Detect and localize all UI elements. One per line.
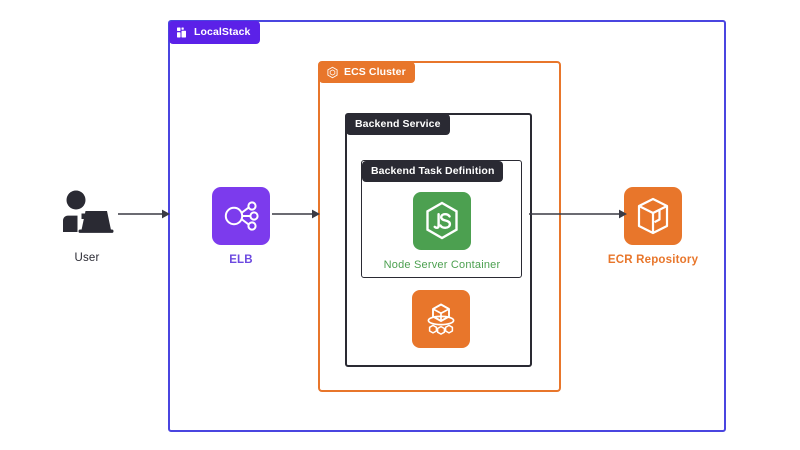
localstack-group-box	[168, 20, 726, 432]
ecr-repository-tile	[624, 187, 682, 245]
backend-task-definition-group-box	[361, 160, 522, 278]
node-elb[interactable]: ELB	[196, 187, 286, 266]
nodejs-icon	[426, 201, 458, 240]
ecs-cluster-icon	[326, 66, 339, 79]
nodejs-tile	[413, 192, 471, 250]
node-node-server-container-label: Node Server Container	[383, 259, 501, 271]
user-at-laptop-icon	[63, 190, 114, 233]
connector-backend-service-to-ecr	[529, 207, 629, 225]
ecs-task-tile	[412, 290, 470, 348]
localstack-logo-icon	[176, 26, 189, 39]
ecs-cluster-badge: ECS Cluster	[319, 62, 415, 83]
localstack-badge: LocalStack	[169, 21, 261, 44]
backend-task-definition-badge-label: Backend Task Definition	[371, 165, 495, 177]
ecs-cluster-group-box	[318, 61, 561, 392]
backend-service-badge: Backend Service	[346, 114, 450, 135]
node-ecs-task[interactable]	[412, 290, 470, 348]
node-node-server-container[interactable]: Node Server Container	[384, 192, 500, 271]
backend-task-definition-badge: Backend Task Definition	[362, 161, 504, 182]
ecs-task-icon	[427, 303, 455, 335]
node-elb-label: ELB	[229, 254, 253, 266]
connector-user-to-localstack	[118, 207, 172, 225]
ecr-repository-icon	[637, 197, 669, 235]
node-user-label: User	[74, 252, 100, 264]
elastic-load-balancer-icon	[224, 201, 259, 231]
user-tile	[58, 185, 116, 243]
localstack-badge-label: LocalStack	[194, 26, 251, 39]
ecs-cluster-badge-label: ECS Cluster	[344, 66, 406, 79]
elb-tile	[212, 187, 270, 245]
node-ecr-repository-label: ECR Repository	[607, 254, 699, 266]
node-ecr-repository[interactable]: ECR Repository	[608, 187, 698, 266]
connector-elb-to-ecs-cluster	[272, 207, 322, 225]
backend-service-badge-label: Backend Service	[355, 118, 441, 130]
node-user[interactable]: User	[42, 185, 132, 264]
